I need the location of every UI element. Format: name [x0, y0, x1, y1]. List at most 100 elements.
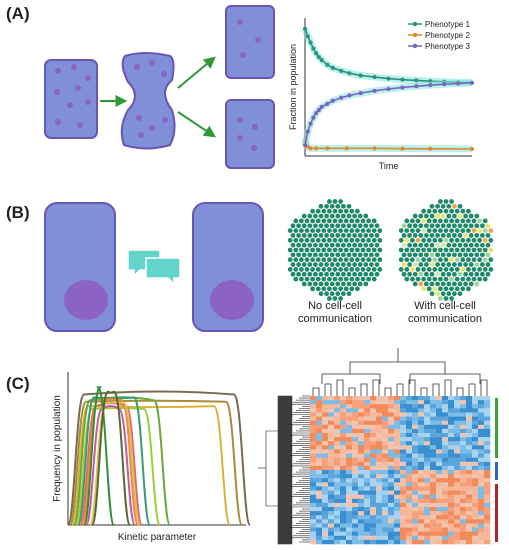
- heatmap-cell: [334, 507, 341, 512]
- heatmap-cell: [394, 502, 401, 508]
- heatmap-cell: [466, 461, 473, 467]
- lattice-cell: [443, 286, 449, 292]
- heatmap-cell: [322, 474, 329, 479]
- heatmap-cell: [334, 449, 341, 454]
- heatmap-cell: [454, 494, 461, 500]
- lattice-cell: [477, 218, 482, 224]
- heatmap-cell: [328, 498, 335, 504]
- heatmap-cell: [316, 535, 323, 541]
- heatmap-cell: [418, 478, 425, 483]
- lattice-cell: [321, 267, 327, 272]
- distribution-curve: [71, 405, 231, 526]
- lattice-cell: [424, 242, 429, 248]
- lattice-cell: [471, 237, 477, 243]
- lattice-cell: [366, 237, 371, 243]
- lattice-cell: [424, 223, 429, 229]
- daughter-top-organelles: [237, 19, 261, 58]
- lattice-cell: [438, 199, 443, 204]
- lattice-cell: [355, 218, 360, 224]
- heatmap-cell: [478, 412, 485, 417]
- heatmap-cell: [370, 416, 377, 421]
- y-axis-label: Fraction in population: [288, 44, 298, 130]
- heatmap-cell: [322, 424, 329, 430]
- heatmap-cell: [466, 482, 473, 487]
- heatmap-cell: [328, 502, 335, 508]
- lattice-cell: [299, 228, 304, 234]
- lattice-cell: [355, 276, 360, 282]
- heatmap-cell: [394, 445, 401, 450]
- lattice-cell: [412, 271, 418, 277]
- heatmap-cell: [436, 482, 443, 487]
- lattice-cell: [474, 242, 480, 248]
- lattice-cell: [452, 223, 457, 229]
- heatmap-cell: [352, 457, 359, 463]
- lattice-cell: [443, 247, 449, 253]
- lattice-cell: [482, 247, 488, 253]
- heatmap-cell: [418, 490, 425, 495]
- lattice-cell: [429, 223, 435, 229]
- lattice-cell: [429, 233, 435, 238]
- heatmap-cell: [418, 441, 425, 446]
- lattice-cell: [415, 218, 421, 224]
- caption-no-line2: communication: [298, 313, 372, 325]
- heatmap-cell: [484, 502, 491, 508]
- heatmap-cell: [448, 449, 455, 454]
- caption-with-line1: With cell-cell: [414, 300, 476, 312]
- heatmap-cell: [454, 396, 461, 401]
- heatmap-cell: [400, 412, 407, 417]
- lattice-cell: [335, 291, 341, 297]
- lattice-cell: [438, 247, 443, 253]
- lattice-cell: [369, 233, 374, 238]
- heatmap-cell: [346, 400, 353, 405]
- heatmap-cell: [424, 416, 431, 421]
- lattice-cell: [446, 203, 452, 209]
- heatmap-cell: [334, 445, 341, 450]
- heatmap-cell: [328, 539, 335, 545]
- heatmap-cell: [328, 531, 335, 537]
- lattice-cell: [346, 223, 352, 229]
- heatmap-cell: [484, 441, 491, 446]
- heatmap-cell: [382, 486, 389, 491]
- lattice-cell: [318, 203, 324, 209]
- heatmap-cell: [382, 433, 389, 438]
- heatmap-cell: [370, 461, 377, 467]
- heatmap-cell: [322, 490, 329, 495]
- heatmap-cell: [454, 527, 461, 532]
- heatmap-cell: [316, 502, 323, 508]
- lattice-cell: [482, 228, 488, 234]
- heatmap-cell: [448, 519, 455, 524]
- heatmap-cell: [466, 424, 473, 430]
- dendro-branch: [360, 383, 368, 396]
- heatmap-cell: [412, 461, 419, 467]
- heatmap-cell: [478, 416, 485, 421]
- heatmap-cell: [460, 420, 467, 426]
- heatmap-cell: [352, 531, 359, 537]
- lattice-cell: [313, 223, 318, 229]
- heatmap-cell: [352, 527, 359, 532]
- heatmap-cell: [316, 428, 323, 434]
- heatmap-cell: [412, 498, 419, 504]
- heatmap-cell: [394, 535, 401, 541]
- lattice-cell: [410, 218, 415, 224]
- heatmap-cell: [346, 461, 353, 467]
- dendro-branch: [468, 383, 476, 396]
- heatmap-cell: [400, 420, 407, 426]
- heatmap-cell: [478, 519, 485, 524]
- heatmap-cell: [334, 486, 341, 491]
- lattice-cell: [452, 252, 457, 258]
- heatmap-cell: [364, 478, 371, 483]
- heatmap-cell: [388, 449, 395, 454]
- lattice-cell: [327, 276, 332, 282]
- lattice-cell: [449, 296, 454, 301]
- lattice-cell: [474, 271, 480, 277]
- heatmap-cell: [382, 453, 389, 458]
- heatmap-cell: [412, 527, 419, 532]
- heatmap-cell: [436, 420, 443, 426]
- lattice-cell: [452, 262, 457, 267]
- heatmap-cell: [478, 531, 485, 537]
- heatmap-cell: [322, 507, 329, 512]
- heatmap-cell: [364, 531, 371, 537]
- heatmap-cell: [370, 494, 377, 500]
- lattice-cell: [463, 233, 468, 238]
- lattice-cell: [404, 237, 410, 243]
